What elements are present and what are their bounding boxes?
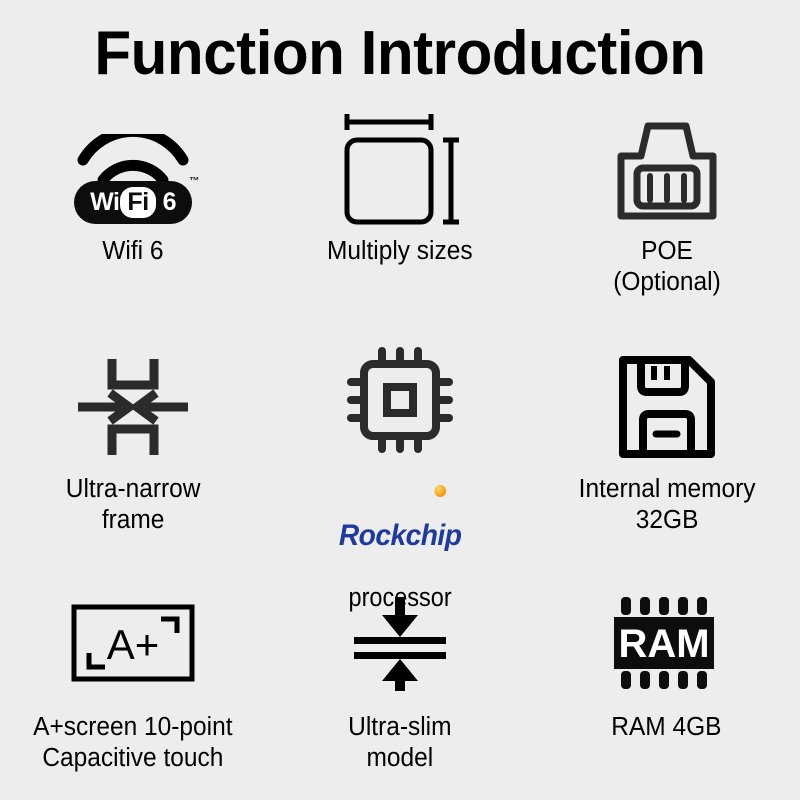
feature-grid: Wi Fi 6 ™ Wifi 6 (0, 108, 800, 799)
wifi-6-icon-box: Wi Fi 6 ™ (67, 108, 199, 234)
feature-label-multiply-sizes: Multiply sizes (327, 237, 473, 265)
internal-memory-icon-box (615, 346, 719, 468)
ultra-narrow-frame-icon (78, 359, 189, 455)
a-plus-text: A+ (107, 621, 160, 668)
ultra-slim-icon (353, 597, 446, 691)
ultra-narrow-frame-icon-box (74, 346, 192, 468)
feature-label-ultra-narrow-frame: Ultra-narrow frame (65, 475, 201, 534)
wifi-badge-six: 6 (162, 188, 177, 216)
a-plus-screen-icon: A+ (71, 604, 195, 682)
poe-icon-box (615, 108, 719, 234)
ram-module-icon: RAM (613, 597, 714, 689)
processor-chip-icon (346, 347, 453, 453)
feature-item-multiply-sizes: Multiply sizes (267, 108, 534, 346)
rockchip-wordmark: Rockchip (338, 519, 462, 552)
floppy-disk-icon (618, 356, 715, 458)
feature-item-poe: POE (Optional) (533, 108, 800, 346)
wifi-6-badge-text: Wi Fi 6 (90, 187, 177, 218)
multiply-sizes-icon-box (335, 108, 465, 234)
feature-item-a-plus-screen: A+ A+screen 10-point Capacitive touch (0, 584, 267, 799)
multiply-sizes-icon (344, 114, 459, 225)
feature-item-processor: Rockchip processor (267, 346, 534, 612)
rockchip-logo: Rockchip (337, 485, 462, 582)
feature-label-processor: Rockchip processor (337, 460, 462, 644)
feature-item-ultra-narrow-frame: Ultra-narrow frame (0, 346, 267, 584)
rockchip-dot-icon (434, 485, 447, 497)
feature-label-ram: RAM 4GB (611, 713, 722, 741)
page-title: Function Introduction (94, 19, 706, 88)
ram-icon-box: RAM (611, 584, 723, 702)
a-plus-screen-icon-box: A+ (69, 584, 197, 702)
processor-icon-box (342, 346, 458, 454)
wifi-badge-fi: Fi (120, 187, 156, 218)
feature-item-internal-memory: Internal memory 32GB (533, 346, 800, 584)
feature-item-wifi-6: Wi Fi 6 ™ Wifi 6 (0, 108, 267, 346)
wifi-6-badge: Wi Fi 6 (74, 181, 193, 224)
ram-chip-text: RAM (618, 622, 709, 666)
trademark-icon: ™ (189, 176, 200, 187)
processor-sublabel: processor (348, 584, 452, 612)
feature-label-a-plus-screen: A+screen 10-point Capacitive touch (33, 713, 234, 772)
ultra-slim-icon-box (346, 584, 454, 702)
poe-ethernet-icon (617, 122, 717, 220)
wifi-6-icon: Wi Fi 6 ™ (67, 112, 199, 230)
feature-item-ultra-slim: Ultra-slim model (267, 584, 534, 799)
feature-label-poe: POE (Optional) (612, 237, 721, 296)
feature-label-internal-memory: Internal memory 32GB (578, 475, 756, 534)
feature-label-ultra-slim: Ultra-slim model (348, 713, 452, 772)
feature-label-wifi-6: Wifi 6 (102, 237, 164, 265)
feature-item-ram: RAM RAM 4GB (533, 584, 800, 799)
wifi-badge-wi: Wi (90, 188, 120, 216)
